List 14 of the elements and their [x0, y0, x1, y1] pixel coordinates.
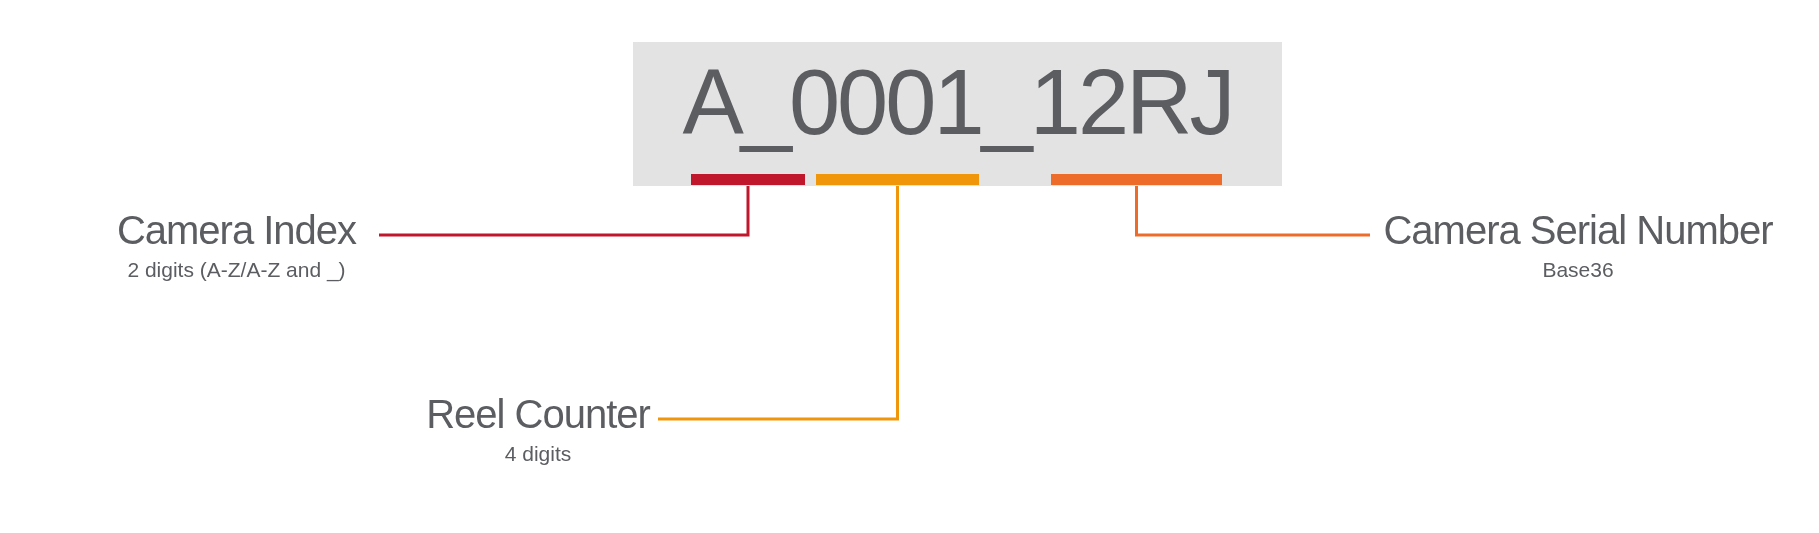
- segment-bar: [691, 174, 805, 185]
- segment-bar: [1051, 174, 1222, 185]
- segment-title: Reel Counter: [426, 391, 650, 438]
- file-name-panel: [633, 42, 1282, 186]
- segment-description: 4 digits: [504, 441, 572, 467]
- file-name-text: A_0001_12RJ: [682, 50, 1233, 155]
- leader-line: [658, 186, 899, 421]
- segment-title: Camera Index: [116, 207, 357, 254]
- segment-description: Base36: [1542, 257, 1614, 283]
- segment-title: Camera Serial Number: [1383, 207, 1773, 254]
- leader-line: [1135, 186, 1370, 237]
- segment-bar: [816, 174, 979, 185]
- segment-description: 2 digits (A-Z/A-Z and _): [127, 257, 346, 284]
- leader-line: [379, 186, 750, 237]
